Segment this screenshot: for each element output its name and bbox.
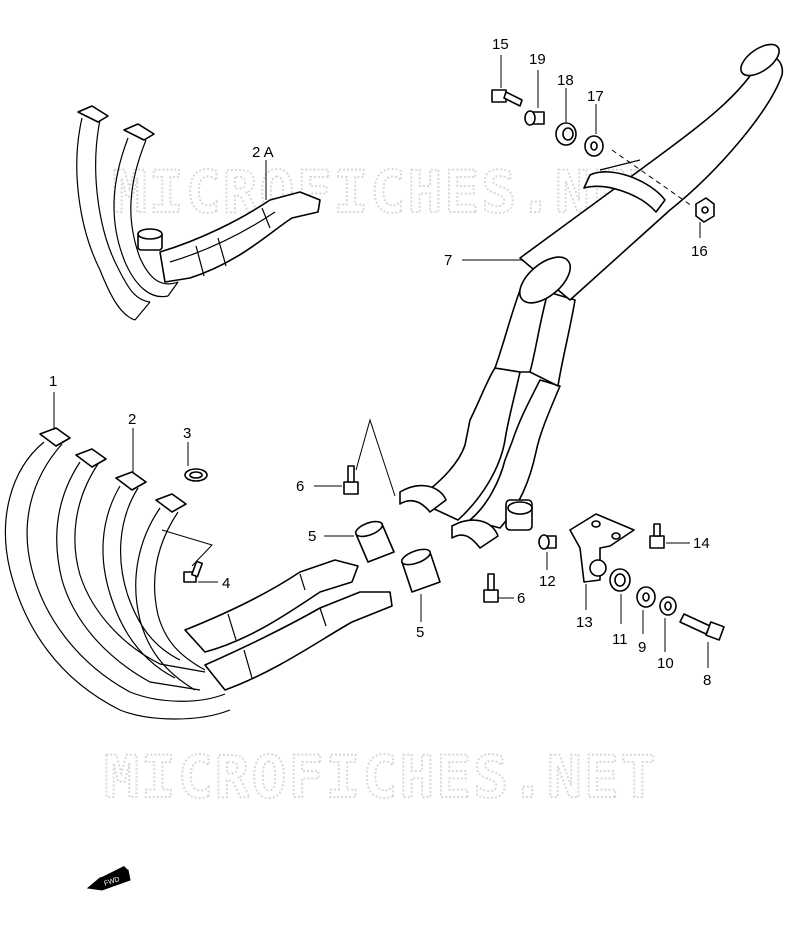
callout-4: 4 (222, 575, 230, 592)
callout-12: 12 (539, 573, 556, 590)
callout-7: 7 (444, 252, 452, 269)
callout-5b: 5 (416, 624, 424, 641)
bolt-6-lower (483, 573, 499, 603)
watermark-top: MICROFICHES.NET (112, 158, 666, 226)
bolt-15 (491, 89, 523, 107)
callout-3: 3 (183, 425, 191, 442)
callout-15: 15 (492, 36, 509, 53)
washer-10 (659, 596, 677, 616)
bracket-13 (569, 513, 635, 583)
leader-6-ref (355, 418, 396, 497)
collar-12 (538, 534, 557, 550)
bolt-6-upper (343, 465, 359, 495)
bushing-18 (555, 122, 577, 146)
callout-9: 9 (638, 639, 646, 656)
callout-18: 18 (557, 72, 574, 89)
sleeve-5-upper (354, 520, 395, 563)
fwd-label: FWD (103, 876, 120, 888)
gasket-3 (184, 468, 208, 482)
callout-17: 17 (587, 88, 604, 105)
callout-13: 13 (576, 614, 593, 631)
collar-19 (524, 110, 545, 126)
callout-2: 2 (128, 411, 136, 428)
watermark-bottom: MICROFICHES.NET (104, 743, 658, 811)
header-pipe-set (4, 427, 393, 720)
callout-1: 1 (49, 373, 57, 390)
fwd-arrow-icon: FWD (86, 866, 131, 891)
washer-9 (636, 586, 656, 608)
bushing-11 (609, 568, 631, 592)
bolt-14 (649, 523, 665, 549)
bolt-4 (183, 560, 204, 583)
callout-2a: 2 A (252, 144, 274, 161)
leader-4-ref (161, 529, 213, 567)
callout-11: 11 (612, 631, 628, 648)
callout-10: 10 (657, 655, 674, 672)
callout-5a: 5 (308, 528, 316, 545)
callout-6a: 6 (296, 478, 304, 495)
header-pipe-2a (76, 105, 321, 321)
nut-16 (695, 197, 715, 223)
sleeve-5-lower (400, 548, 441, 593)
callout-14: 14 (693, 535, 710, 552)
muffler-7 (399, 43, 784, 549)
bolt-8 (679, 613, 725, 641)
callout-19: 19 (529, 51, 546, 68)
callout-16: 16 (691, 243, 708, 260)
callout-8: 8 (703, 672, 711, 689)
callout-6b: 6 (517, 590, 525, 607)
washer-17 (584, 135, 604, 157)
leader-16-axis (611, 149, 693, 207)
